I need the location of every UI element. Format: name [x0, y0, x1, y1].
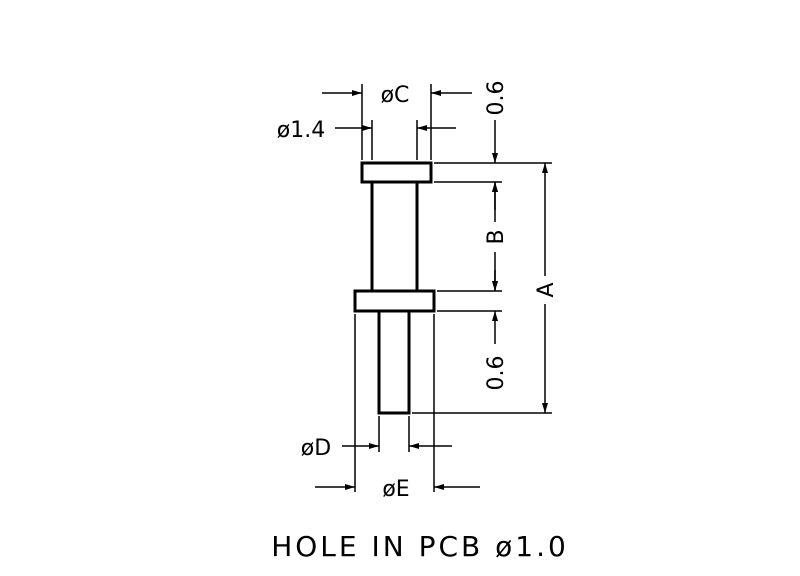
dim-a-label: A — [534, 282, 559, 297]
dim-d-label: øD — [301, 436, 331, 461]
extension-lines — [354, 84, 552, 492]
dimension-labels: øC ø1.4 0.6 B A 0.6 øD øE — [277, 81, 559, 503]
upper-shaft — [370, 180, 419, 293]
dim-0-6-top-label: 0.6 — [484, 81, 509, 116]
lower-pin — [377, 309, 411, 415]
dim-1-4-label: ø1.4 — [277, 118, 325, 143]
dim-b-label: B — [484, 229, 509, 244]
top-flange — [360, 161, 433, 184]
dim-0-6-bottom-label: 0.6 — [484, 356, 509, 391]
middle-flange — [353, 289, 436, 313]
dim-e-label: øE — [382, 477, 409, 502]
part-outline — [353, 161, 436, 415]
caption: HOLE IN PCB ø1.0 — [271, 530, 569, 563]
dim-c-label: øC — [381, 83, 410, 108]
dimension-lines — [315, 90, 548, 490]
